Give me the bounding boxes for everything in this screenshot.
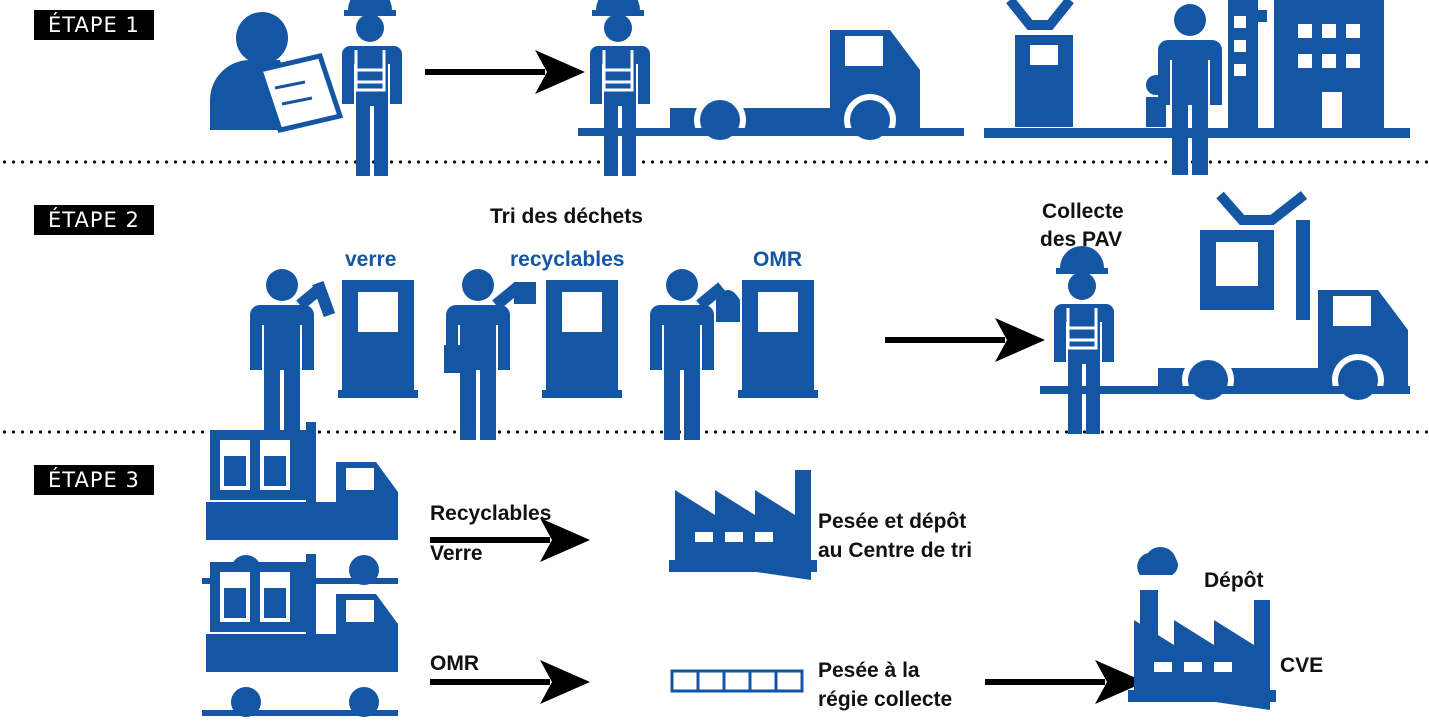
weighbridge-icon (670, 669, 804, 693)
separator-1 (0, 160, 1429, 164)
crane-container-icon (1006, 0, 1074, 127)
collect-label-line2: des PAV (1040, 228, 1123, 251)
row1-label-verre: Verre (430, 542, 483, 565)
bin-label-recyclables: recyclables (510, 248, 625, 271)
building-icon (1228, 0, 1384, 128)
row2-weigh-line1: Pesée à la (818, 659, 920, 682)
collect-label-line1: Collecte (1042, 200, 1124, 223)
row2-label-omr: OMR (430, 652, 479, 675)
arrow-icon (885, 318, 1045, 362)
worker-icon (588, 0, 652, 178)
person-recyclables-icon (444, 269, 536, 440)
ground-line (578, 128, 964, 136)
collector-worker-icon (1052, 244, 1116, 436)
person-verre-icon (250, 269, 336, 440)
arrow-icon (425, 50, 585, 94)
step-1-tag: ÉTAPE 1 (34, 10, 154, 40)
separator-2 (0, 430, 1429, 434)
planner-icon (210, 12, 344, 133)
row1-dest-line2: au Centre de tri (818, 539, 973, 562)
bin-label-verre: verre (345, 248, 397, 271)
incinerator-icon (1128, 546, 1276, 710)
ground-line (984, 128, 1410, 138)
arrow-icon (985, 660, 1145, 704)
family-icon (1146, 4, 1222, 175)
bin-recyclables-icon (542, 280, 622, 398)
ground-line (1040, 386, 1410, 394)
bin-verre-icon (338, 280, 418, 398)
sorting-title: Tri des déchets (490, 205, 643, 228)
row1-label-recyclables: Recyclables (430, 502, 552, 525)
bin-label-omr: OMR (753, 248, 802, 271)
step-3-tag: ÉTAPE 3 (34, 465, 154, 495)
bin-omr-icon (738, 280, 818, 398)
person-omr-icon (650, 269, 740, 440)
step-2-tag: ÉTAPE 2 (34, 205, 154, 235)
crane-truck-icon (1158, 191, 1408, 406)
final-label-cve: CVE (1280, 654, 1324, 677)
engineer-icon (340, 0, 404, 178)
row2-weigh-line2: régie collecte (818, 688, 953, 711)
sorting-center-icon (669, 470, 817, 580)
final-label-depot: Dépôt (1204, 569, 1264, 592)
row1-dest-line1: Pesée et dépôt (818, 510, 967, 533)
